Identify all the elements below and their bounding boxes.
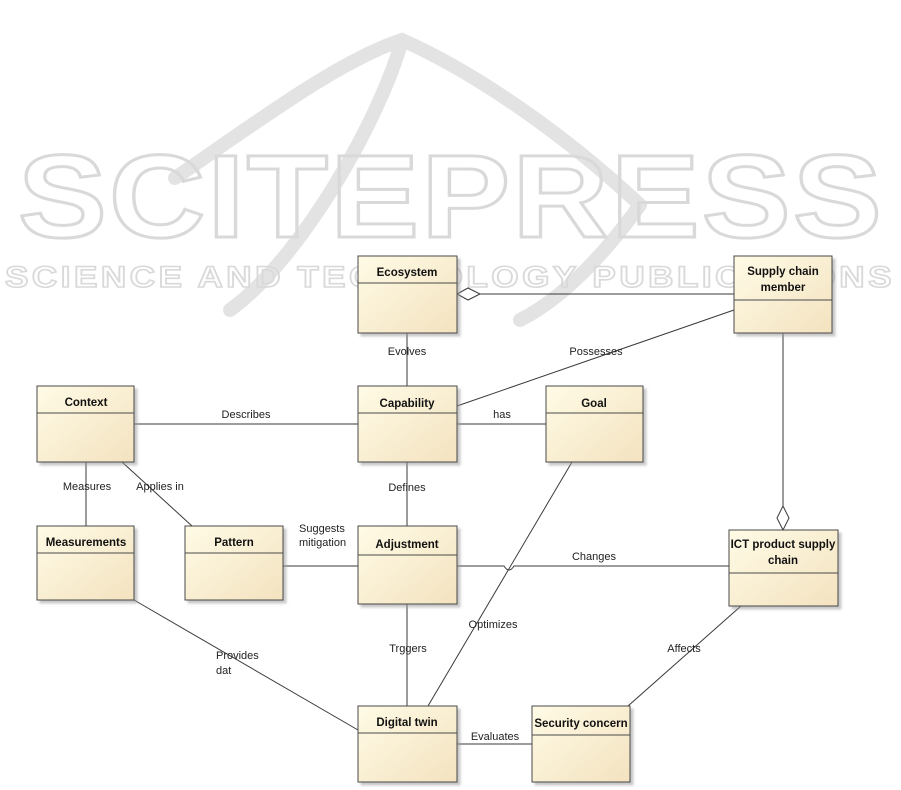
class-name: Pattern <box>214 537 254 549</box>
class-name: Capability <box>380 398 436 410</box>
edge-labels: Evolves Possesses Describes has Measures… <box>63 346 701 743</box>
watermark-logo-arc <box>168 32 647 327</box>
class-name: Digital twin <box>376 717 437 729</box>
label-has: has <box>493 409 511 421</box>
class-digital-twin[interactable]: Digital twin <box>357 705 458 783</box>
edge-capability-supplychainmember <box>456 309 735 407</box>
class-name: Context <box>65 397 108 409</box>
label-mitigation: mitigation <box>299 537 346 549</box>
aggregation-diamond-icon <box>455 287 482 301</box>
class-adjustment[interactable]: Adjustment <box>357 525 458 605</box>
class-name: Adjustment <box>375 539 438 551</box>
aggregation-diamond-icon <box>776 504 790 532</box>
label-evaluates: Evaluates <box>471 731 520 743</box>
label-describes: Describes <box>222 409 271 421</box>
class-pattern[interactable]: Pattern <box>184 525 284 601</box>
edge-adjustment-ict <box>457 565 729 571</box>
watermark-title: SCITEPRESS <box>18 131 884 263</box>
label-suggests: Suggests <box>299 523 345 535</box>
class-name-line-2: member <box>761 282 806 294</box>
label-affects: Affects <box>667 643 701 655</box>
class-supply-chain-member[interactable]: Supply chain member <box>733 255 833 334</box>
label-provides: Provides <box>216 650 259 662</box>
class-context[interactable]: Context <box>36 385 135 463</box>
class-name: Measurements <box>46 537 127 549</box>
class-name: Security concern <box>534 718 627 730</box>
edge-measurements-digitaltwin <box>133 599 359 731</box>
label-possesses: Possesses <box>569 346 623 358</box>
class-name: Ecosystem <box>377 267 438 279</box>
edge-ict-securityconcern <box>627 605 742 707</box>
class-name-line-1: ICT product supply <box>731 539 836 551</box>
class-ecosystem[interactable]: Ecosystem <box>357 255 458 334</box>
class-name-line-2: chain <box>768 555 798 567</box>
label-defines: Defines <box>388 482 426 494</box>
class-capability[interactable]: Capability <box>357 385 458 463</box>
class-name: Goal <box>581 398 607 410</box>
edge-goal-digitaltwin <box>427 461 573 707</box>
class-goal[interactable]: Goal <box>545 385 644 463</box>
edge-context-pattern <box>121 461 193 527</box>
label-evolves: Evolves <box>388 346 427 358</box>
connectors <box>85 287 790 745</box>
class-name-line-1: Supply chain <box>747 266 819 278</box>
label-changes: Changes <box>572 551 617 563</box>
class-boxes: Ecosystem Supply chain member Context Ca… <box>36 255 839 783</box>
label-triggers: Trggers <box>389 643 427 655</box>
label-applies-in: Applies in <box>136 481 184 493</box>
label-optimizes: Optimizes <box>469 619 518 631</box>
label-dat: dat <box>216 665 231 677</box>
class-ict-product-supply-chain[interactable]: ICT product supply chain <box>728 529 839 607</box>
class-measurements[interactable]: Measurements <box>36 525 135 601</box>
class-security-concern[interactable]: Security concern <box>531 705 631 783</box>
label-measures: Measures <box>63 481 112 493</box>
